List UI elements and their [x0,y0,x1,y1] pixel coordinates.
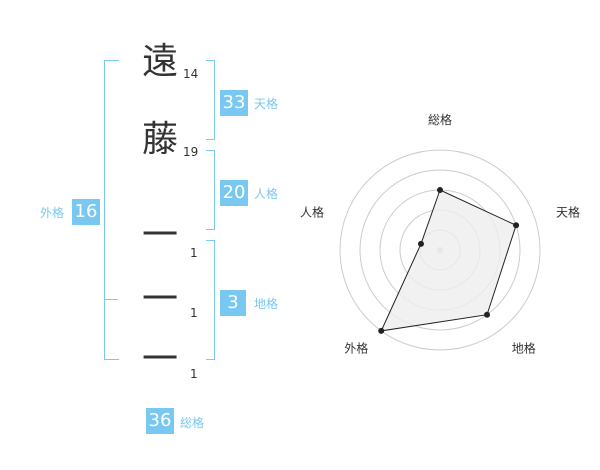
radar-series [378,187,520,334]
stroke-count-1: 14 [183,67,199,81]
radar-point-5 [417,240,424,247]
stroke-count-2: 19 [183,145,199,159]
radar-axis-label: 総格 [428,112,452,127]
tenkaku-badge: 33 [220,90,248,116]
tenkaku-bracket [206,60,215,140]
gaikaku-bracket-divider [104,299,118,300]
stroke-count-5: 1 [190,367,198,381]
gaikaku-badge: 16 [72,199,100,225]
radar-axis-label: 地格 [512,341,536,356]
radar-grid-ring [359,169,521,331]
radar-axis-label: 天格 [556,204,580,219]
radar-axis-label: 外格 [344,341,368,356]
gaikaku-bracket [104,60,119,360]
radar-grid-ring [339,149,541,351]
jinkaku-label: 人格 [254,187,279,201]
name-char-1: 遠 [142,41,179,82]
name-char-5: 一 [142,339,179,380]
radar-polygon [380,189,517,332]
radar-axis-label: 人格 [300,204,324,219]
chikaku-bracket [206,240,215,360]
name-char-4: 一 [142,279,179,320]
soukaku-label: 総格 [180,416,205,430]
name-char-3: 一 [142,215,179,256]
tenkaku-label: 天格 [254,97,279,111]
jinkaku-badge: 20 [220,180,248,206]
soukaku-badge: 36 [146,408,174,434]
chikaku-badge: 3 [220,290,246,316]
stroke-count-4: 1 [190,306,198,320]
radar-point-1 [437,187,443,193]
radar-point-4 [378,327,385,334]
chikaku-label: 地格 [254,297,279,311]
jinkaku-bracket [206,150,215,230]
stroke-count-3: 1 [190,246,198,260]
radar-point-3 [484,311,491,318]
gaikaku-label: 外格 [40,206,65,220]
radar-point-2 [513,222,520,229]
name-char-2: 藤 [142,119,179,160]
